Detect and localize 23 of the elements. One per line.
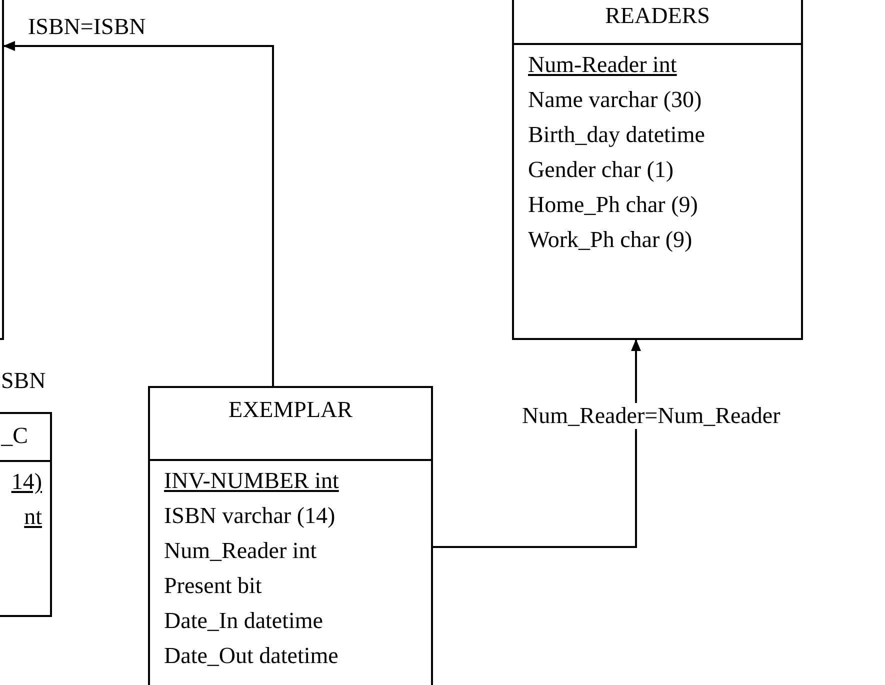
field-row: Work_Ph char (9) (528, 227, 692, 252)
field-row: 14) (11, 469, 42, 494)
entity-table (512, 0, 803, 340)
field-row: Date_In datetime (164, 608, 324, 633)
entity-title: EXEMPLAR (228, 396, 354, 424)
field-row: Num_Reader int (164, 538, 317, 563)
relation-label: SBN (1, 368, 46, 394)
field-row: Date_Out datetime (164, 643, 338, 668)
field-row: Home_Ph char (9) (528, 192, 698, 217)
edge-label: Num_Reader=Num_Reader (522, 403, 780, 429)
field-row: Gender char (1) (528, 157, 674, 182)
field-row: Birth_day datetime (528, 122, 705, 147)
connector-arrow (3, 41, 274, 386)
field-row: Present bit (164, 573, 262, 598)
field-row: Name varchar (30) (528, 87, 702, 112)
entity-table (148, 386, 433, 685)
entity-title: READERS (604, 2, 711, 30)
connector-arrow (433, 339, 641, 548)
field-row: Num-Reader int (528, 52, 677, 77)
field-row: ISBN varchar (14) (164, 503, 336, 528)
field-row: nt (24, 504, 42, 529)
field-row: INV-NUMBER int (164, 468, 339, 493)
entity-title: _C (0, 422, 29, 450)
